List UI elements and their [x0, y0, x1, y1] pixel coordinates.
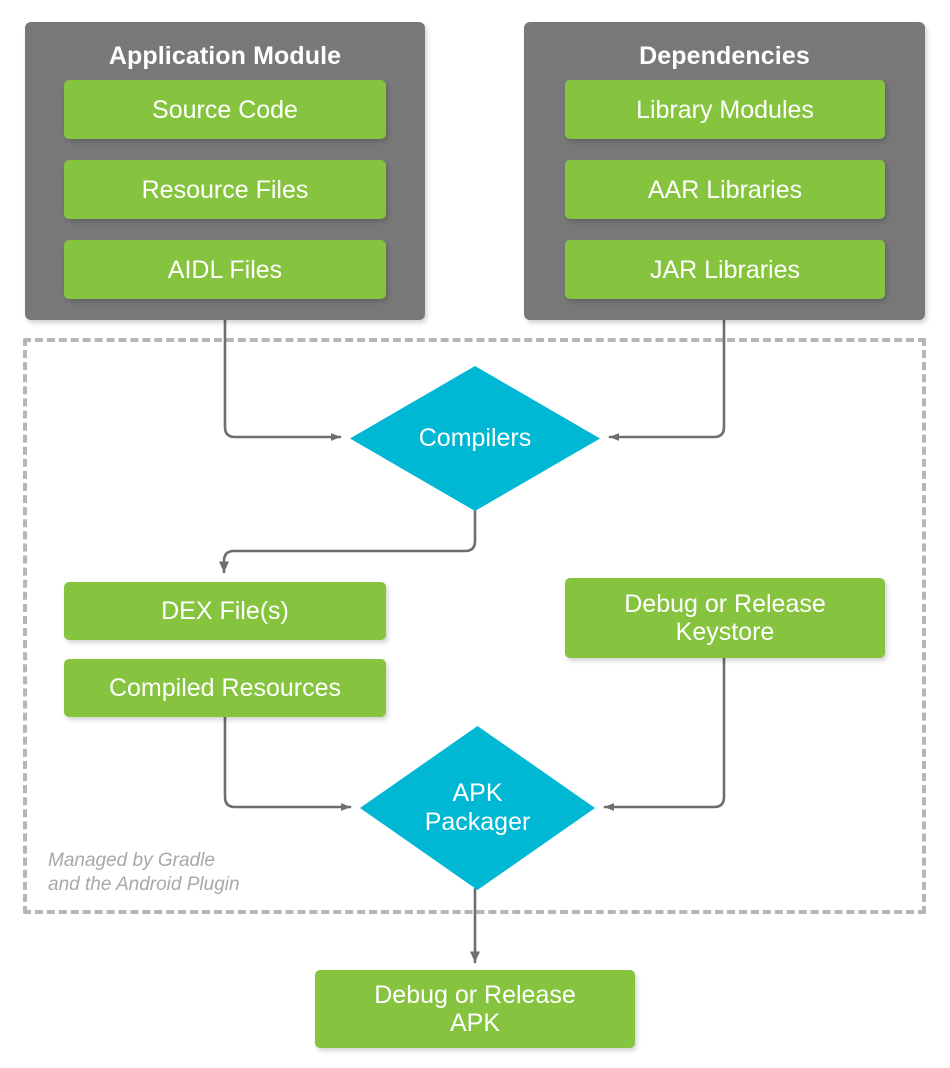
box-library-modules: Library Modules	[565, 80, 885, 139]
box-resource-files: Resource Files	[64, 160, 386, 219]
group-dependencies: Dependencies Library Modules AAR Librari…	[524, 22, 925, 320]
apk-packager-diamond-shape	[360, 726, 595, 890]
node-compilers: Compilers	[350, 366, 600, 511]
box-dex-files: DEX File(s)	[64, 582, 386, 640]
box-compiled-resources: Compiled Resources	[64, 659, 386, 717]
box-output-apk: Debug or Release APK	[315, 970, 635, 1048]
group-application-module: Application Module Source Code Resource …	[25, 22, 425, 320]
box-aar-libraries: AAR Libraries	[565, 160, 885, 219]
group-title-dependencies: Dependencies	[639, 42, 810, 70]
group-title-application-module: Application Module	[108, 42, 342, 70]
compilers-diamond-shape	[350, 366, 600, 511]
box-keystore: Debug or Release Keystore	[565, 578, 885, 658]
node-apk-packager: APK Packager	[360, 726, 595, 890]
box-source-code: Source Code	[64, 80, 386, 139]
box-aidl-files: AIDL Files	[64, 240, 386, 299]
box-jar-libraries: JAR Libraries	[565, 240, 885, 299]
region-note-managed-by-gradle: Managed by Gradle and the Android Plugin	[48, 850, 240, 896]
node-label-compilers: Compilers	[418, 423, 532, 452]
node-label-apk-packager: APK Packager	[424, 778, 531, 837]
